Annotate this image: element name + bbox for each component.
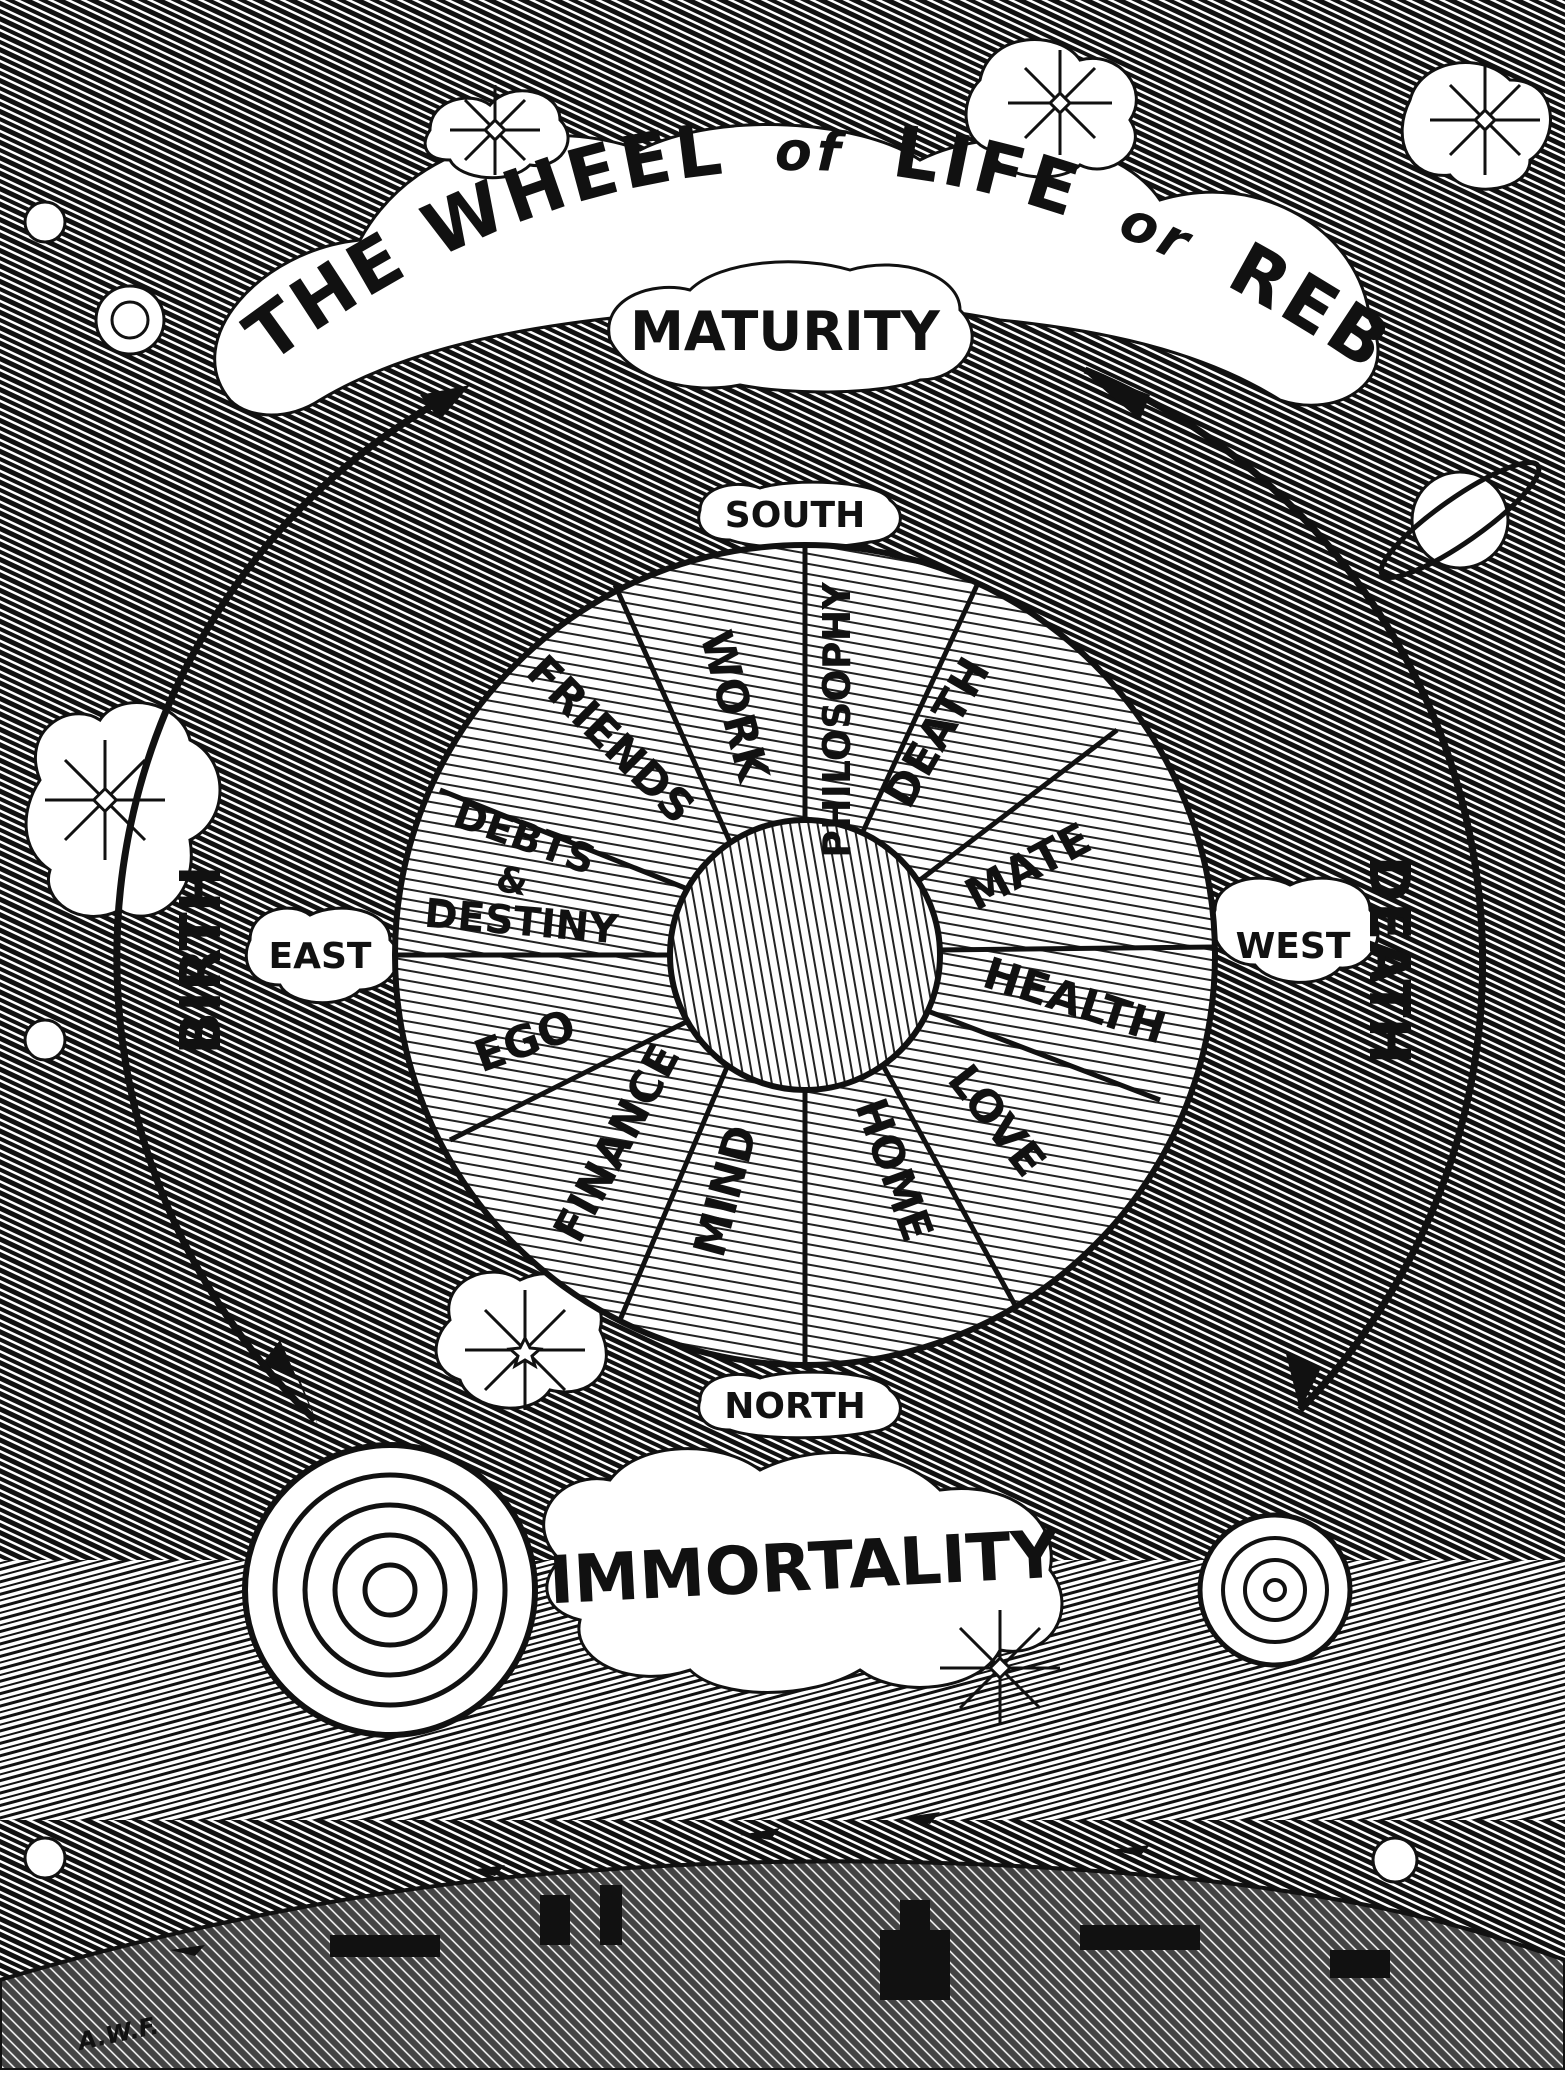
phase-label-birth: BIRTH [169, 865, 234, 1054]
moon-left-icon [25, 202, 65, 242]
planet-right-icon [1200, 1515, 1350, 1665]
wheel [395, 545, 1215, 1365]
direction-south: SOUTH [725, 495, 865, 536]
moon-lower-right-icon [1373, 1838, 1417, 1882]
wheel-hub [670, 820, 940, 1090]
phase-label-maturity: MATURITY [630, 300, 941, 363]
segment-philosophy: PHILOSOPHY [815, 582, 859, 858]
planet-small-left-icon [96, 286, 164, 354]
moon-lower-left-icon [25, 1838, 65, 1878]
moon-left-lower-icon [25, 1020, 65, 1060]
large-planet-left-icon [245, 1445, 535, 1735]
title-part-2: of [775, 120, 848, 184]
phase-label-death: DEATH [1356, 856, 1421, 1065]
direction-west: WEST [1236, 926, 1351, 967]
direction-north: NORTH [724, 1386, 866, 1427]
direction-east: EAST [269, 936, 372, 977]
